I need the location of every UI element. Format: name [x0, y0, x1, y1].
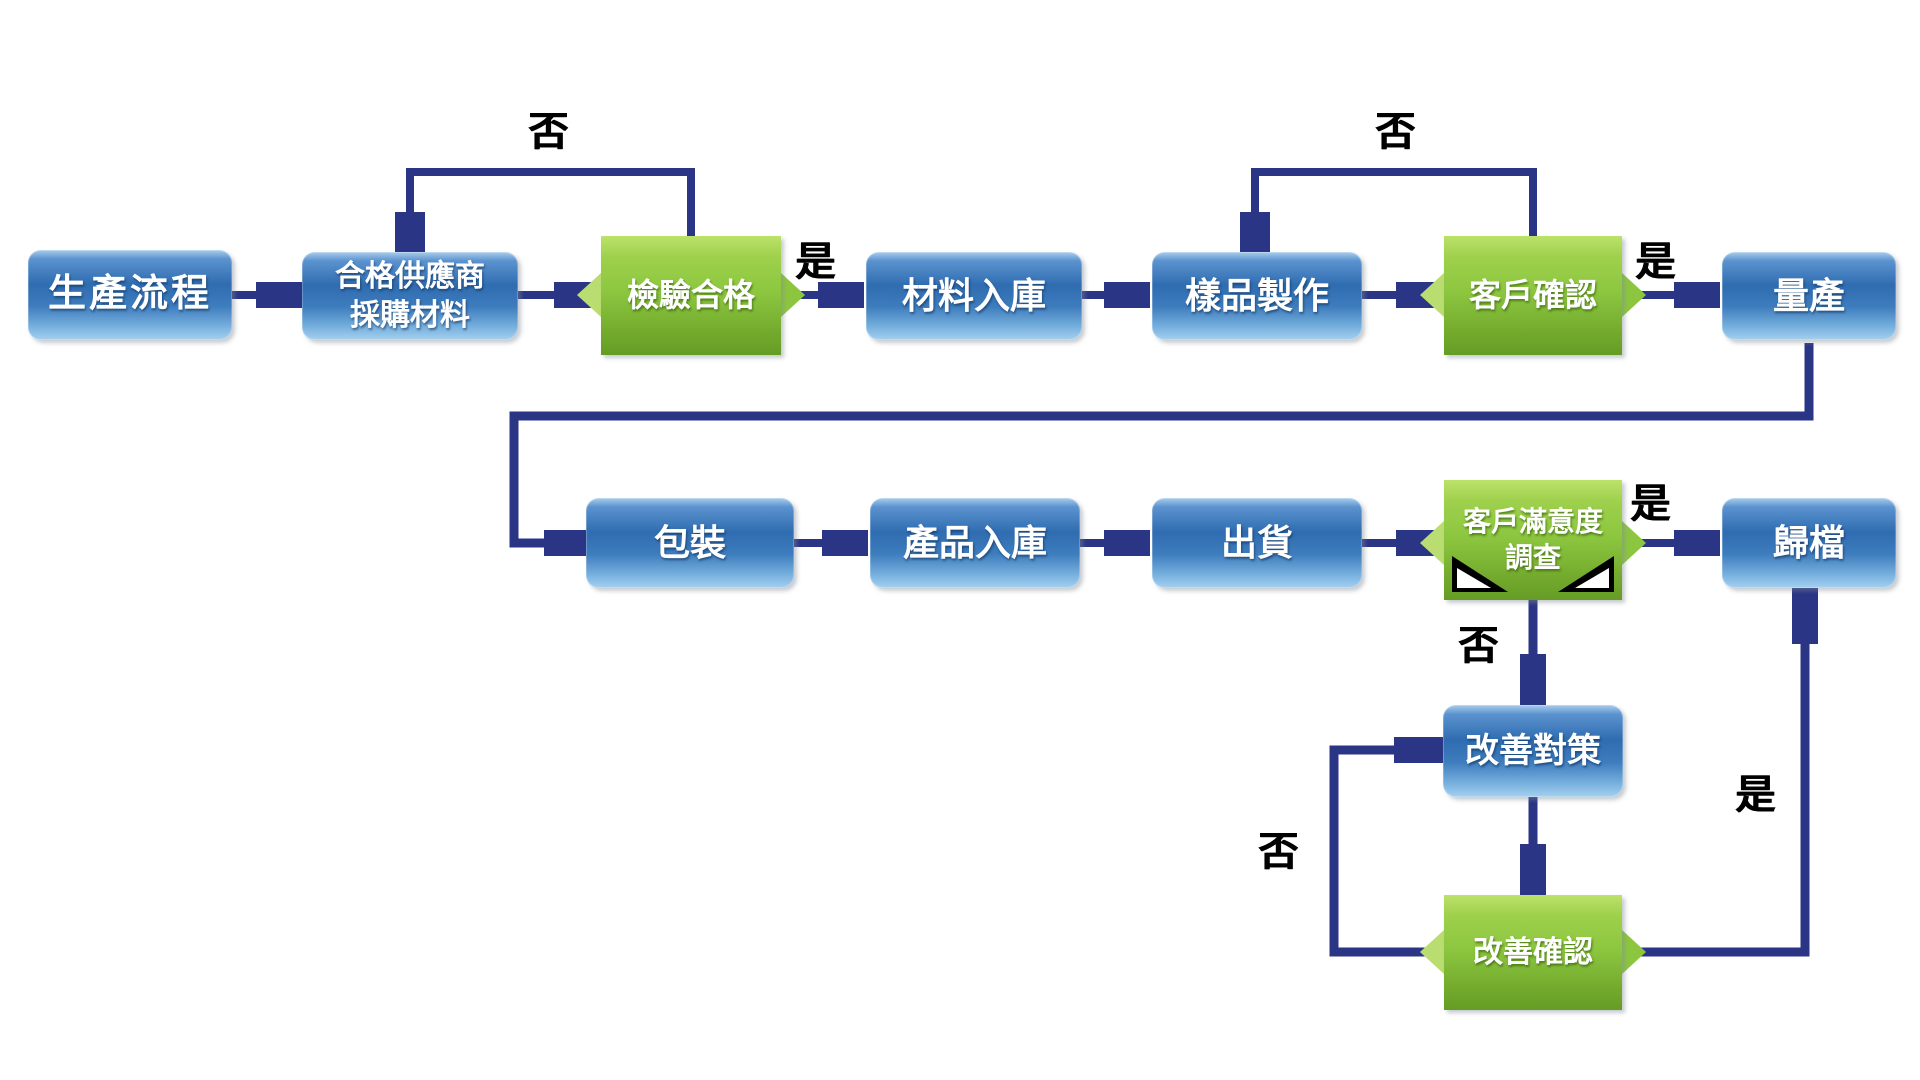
node-label: 改善對策: [1465, 731, 1601, 770]
node-sample-making: 樣品製作: [1152, 252, 1362, 340]
corner-triangle-left-notch-icon: [1457, 568, 1491, 588]
node-packing: 包裝: [586, 498, 794, 588]
edge-mass-packing: [509, 343, 1814, 556]
edge-product-ship: [1080, 530, 1150, 556]
corner-triangle-right-notch-icon: [1575, 568, 1609, 588]
node-label: 產品入庫: [902, 521, 1047, 563]
node-label: 客戶滿意度: [1462, 505, 1603, 537]
node-customer-confirmation: 客戶確認: [1444, 236, 1622, 355]
node-label: 合格供應商: [335, 260, 485, 293]
edge-improve-confirm: [1520, 797, 1546, 895]
edge-material-sample: [1082, 282, 1150, 308]
node-label: 檢驗合格: [626, 276, 755, 313]
node-inspection-pass: 檢驗合格: [601, 236, 781, 355]
node-label: 客戶確認: [1468, 276, 1597, 313]
node-qualified-supplier-purchase: 合格供應商 採購材料: [302, 252, 518, 340]
edge-label-confirm-yes: 是: [1635, 240, 1675, 284]
node-label: 樣品製作: [1184, 274, 1329, 316]
edge-label-improve-no: 否: [1258, 830, 1298, 874]
node-improvement-confirmation: 改善確認: [1444, 895, 1622, 1010]
edge-confirm2-improve-loop: [1329, 737, 1444, 957]
node-label: 包裝: [653, 521, 726, 563]
node-label: 出貨: [1220, 521, 1293, 563]
node-label: 材料入庫: [901, 274, 1046, 316]
node-archive: 歸檔: [1722, 498, 1896, 588]
edge-packing-product: [794, 530, 868, 556]
edge-label-inspect-yes: 是: [795, 240, 835, 284]
edge-label-confirm-no: 否: [1375, 110, 1415, 154]
decision-chevrons: [577, 273, 1646, 974]
node-mass-production: 量產: [1722, 252, 1896, 340]
node-shipping: 出貨: [1152, 498, 1362, 588]
node-material-warehousing: 材料入庫: [866, 252, 1082, 340]
node-label: 歸檔: [1772, 521, 1845, 563]
node-improvement-measures: 改善對策: [1443, 705, 1623, 797]
node-product-warehousing: 產品入庫: [870, 498, 1080, 588]
edge-survey-improve: [1520, 600, 1546, 705]
node-label: 生產流程: [47, 273, 212, 316]
edge-confirm-sample-loop: [1240, 168, 1537, 253]
node-customer-satisfaction-survey: 客戶滿意度 調查: [1444, 480, 1622, 600]
node-label: 改善確認: [1473, 936, 1593, 969]
edge-label-survey-no: 否: [1458, 624, 1498, 668]
edge-label-survey-yes: 是: [1630, 482, 1670, 526]
edge-confirm2-archive: [1622, 588, 1818, 957]
node-label: 採購材料: [350, 299, 470, 332]
node-label: 調查: [1504, 542, 1561, 573]
edge-label-inspect-no: 否: [528, 110, 568, 154]
edge-start-supplier: [232, 282, 302, 308]
edge-label-improve-yes: 是: [1735, 773, 1775, 817]
node-production-process: 生產流程: [28, 250, 232, 340]
edge-inspect-supplier-loop: [395, 168, 695, 253]
node-label: 量產: [1772, 274, 1845, 316]
